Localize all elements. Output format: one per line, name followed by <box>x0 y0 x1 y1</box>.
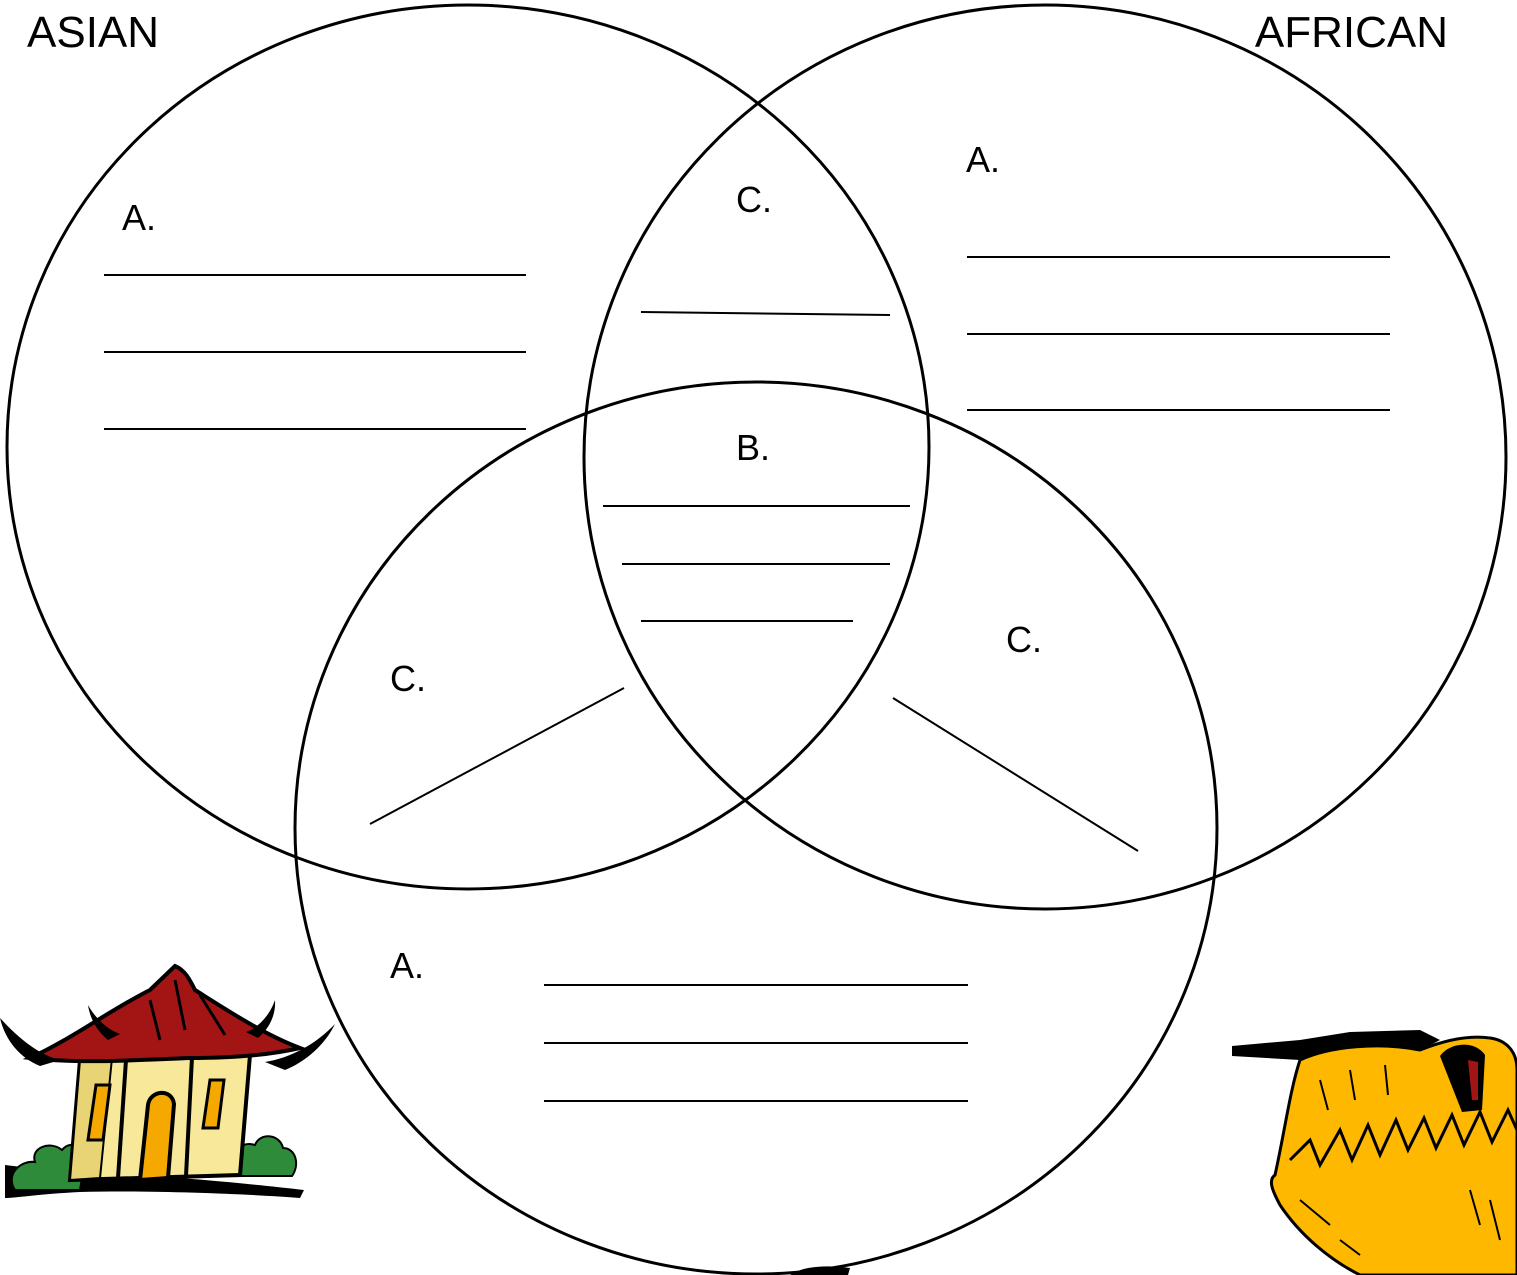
bottom-only-label: A. <box>390 945 424 986</box>
asian-bottom-overlap-label: C. <box>390 658 426 699</box>
african-only-label: A. <box>966 139 1000 180</box>
pagoda-house-icon <box>0 963 335 1198</box>
answer-line[interactable] <box>892 697 1139 852</box>
african-title: AFRICAN <box>1255 8 1448 57</box>
bottom-mark <box>790 1266 850 1275</box>
answer-line[interactable] <box>640 311 891 316</box>
center-label: B. <box>736 427 770 468</box>
asian-only-label: A. <box>122 197 156 238</box>
bottom-circle <box>293 380 1219 1275</box>
straw-hut-icon <box>1232 1030 1517 1275</box>
asian-title: ASIAN <box>27 8 159 57</box>
asian-circle <box>5 3 931 891</box>
african-bottom-overlap-label: C. <box>1006 619 1042 660</box>
african-circle <box>582 3 1508 911</box>
asian-african-overlap-label: C. <box>736 179 772 220</box>
answer-line[interactable] <box>369 687 625 825</box>
